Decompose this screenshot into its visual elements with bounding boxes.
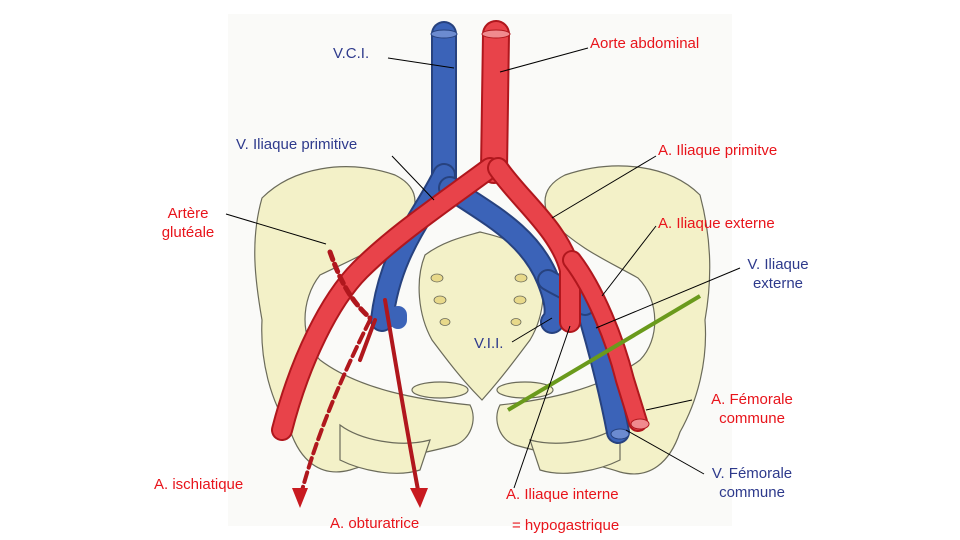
- label-artere-gluteale: Artère glutéale: [152, 204, 224, 242]
- sacral-foramina: [430, 273, 528, 326]
- label-v-iliaque-externe-line1: V. Iliaque: [747, 256, 809, 273]
- label-artere-gluteale-line2: glutéale: [161, 224, 215, 241]
- arrow-heads: [292, 488, 428, 508]
- leader-lines: [225, 47, 741, 489]
- label-v-iliaque-primitive: V. Iliaque primitive: [236, 136, 358, 153]
- label-a-iliaque-interne: A. Iliaque interne: [506, 486, 619, 503]
- artere-gluteale-vessel: [327, 249, 373, 321]
- label-a-obturatrice: A. obturatrice: [330, 515, 420, 532]
- label-vii: V.I.I.: [474, 335, 504, 352]
- pelvis-bone: [254, 165, 711, 475]
- label-a-femorale-line2: commune: [719, 410, 785, 427]
- a-ischiatique-vessel: [298, 318, 372, 500]
- a-obturatrice-vessel: [383, 298, 420, 492]
- label-a-iliaque-externe: A. Iliaque externe: [658, 215, 775, 232]
- label-v-iliaque-externe-line2: externe: [752, 275, 804, 292]
- label-vci: V.C.I.: [333, 45, 370, 62]
- label-v-iliaque-externe: V. Iliaque externe: [738, 255, 818, 293]
- label-a-femorale-line1: A. Fémorale: [711, 391, 793, 408]
- label-v-femorale-line1: V. Fémorale: [711, 465, 793, 482]
- label-a-ischiatique: A. ischiatique: [154, 476, 244, 493]
- label-artere-gluteale-line1: Artère: [167, 205, 209, 222]
- arterial-system: [271, 20, 648, 500]
- label-a-femorale-commune: A. Fémorale commune: [700, 390, 804, 428]
- inguinal-ligament-line: [506, 294, 702, 412]
- label-v-femorale-line2: commune: [719, 484, 785, 501]
- vessel-ends: [430, 29, 650, 440]
- label-hypogastrique: = hypogastrique: [512, 517, 620, 534]
- label-aorte-abdominal: Aorte abdominal: [590, 35, 700, 52]
- label-v-femorale-commune: V. Fémorale commune: [700, 464, 804, 502]
- label-a-iliaque-primitive: A. Iliaque primitve: [658, 142, 778, 159]
